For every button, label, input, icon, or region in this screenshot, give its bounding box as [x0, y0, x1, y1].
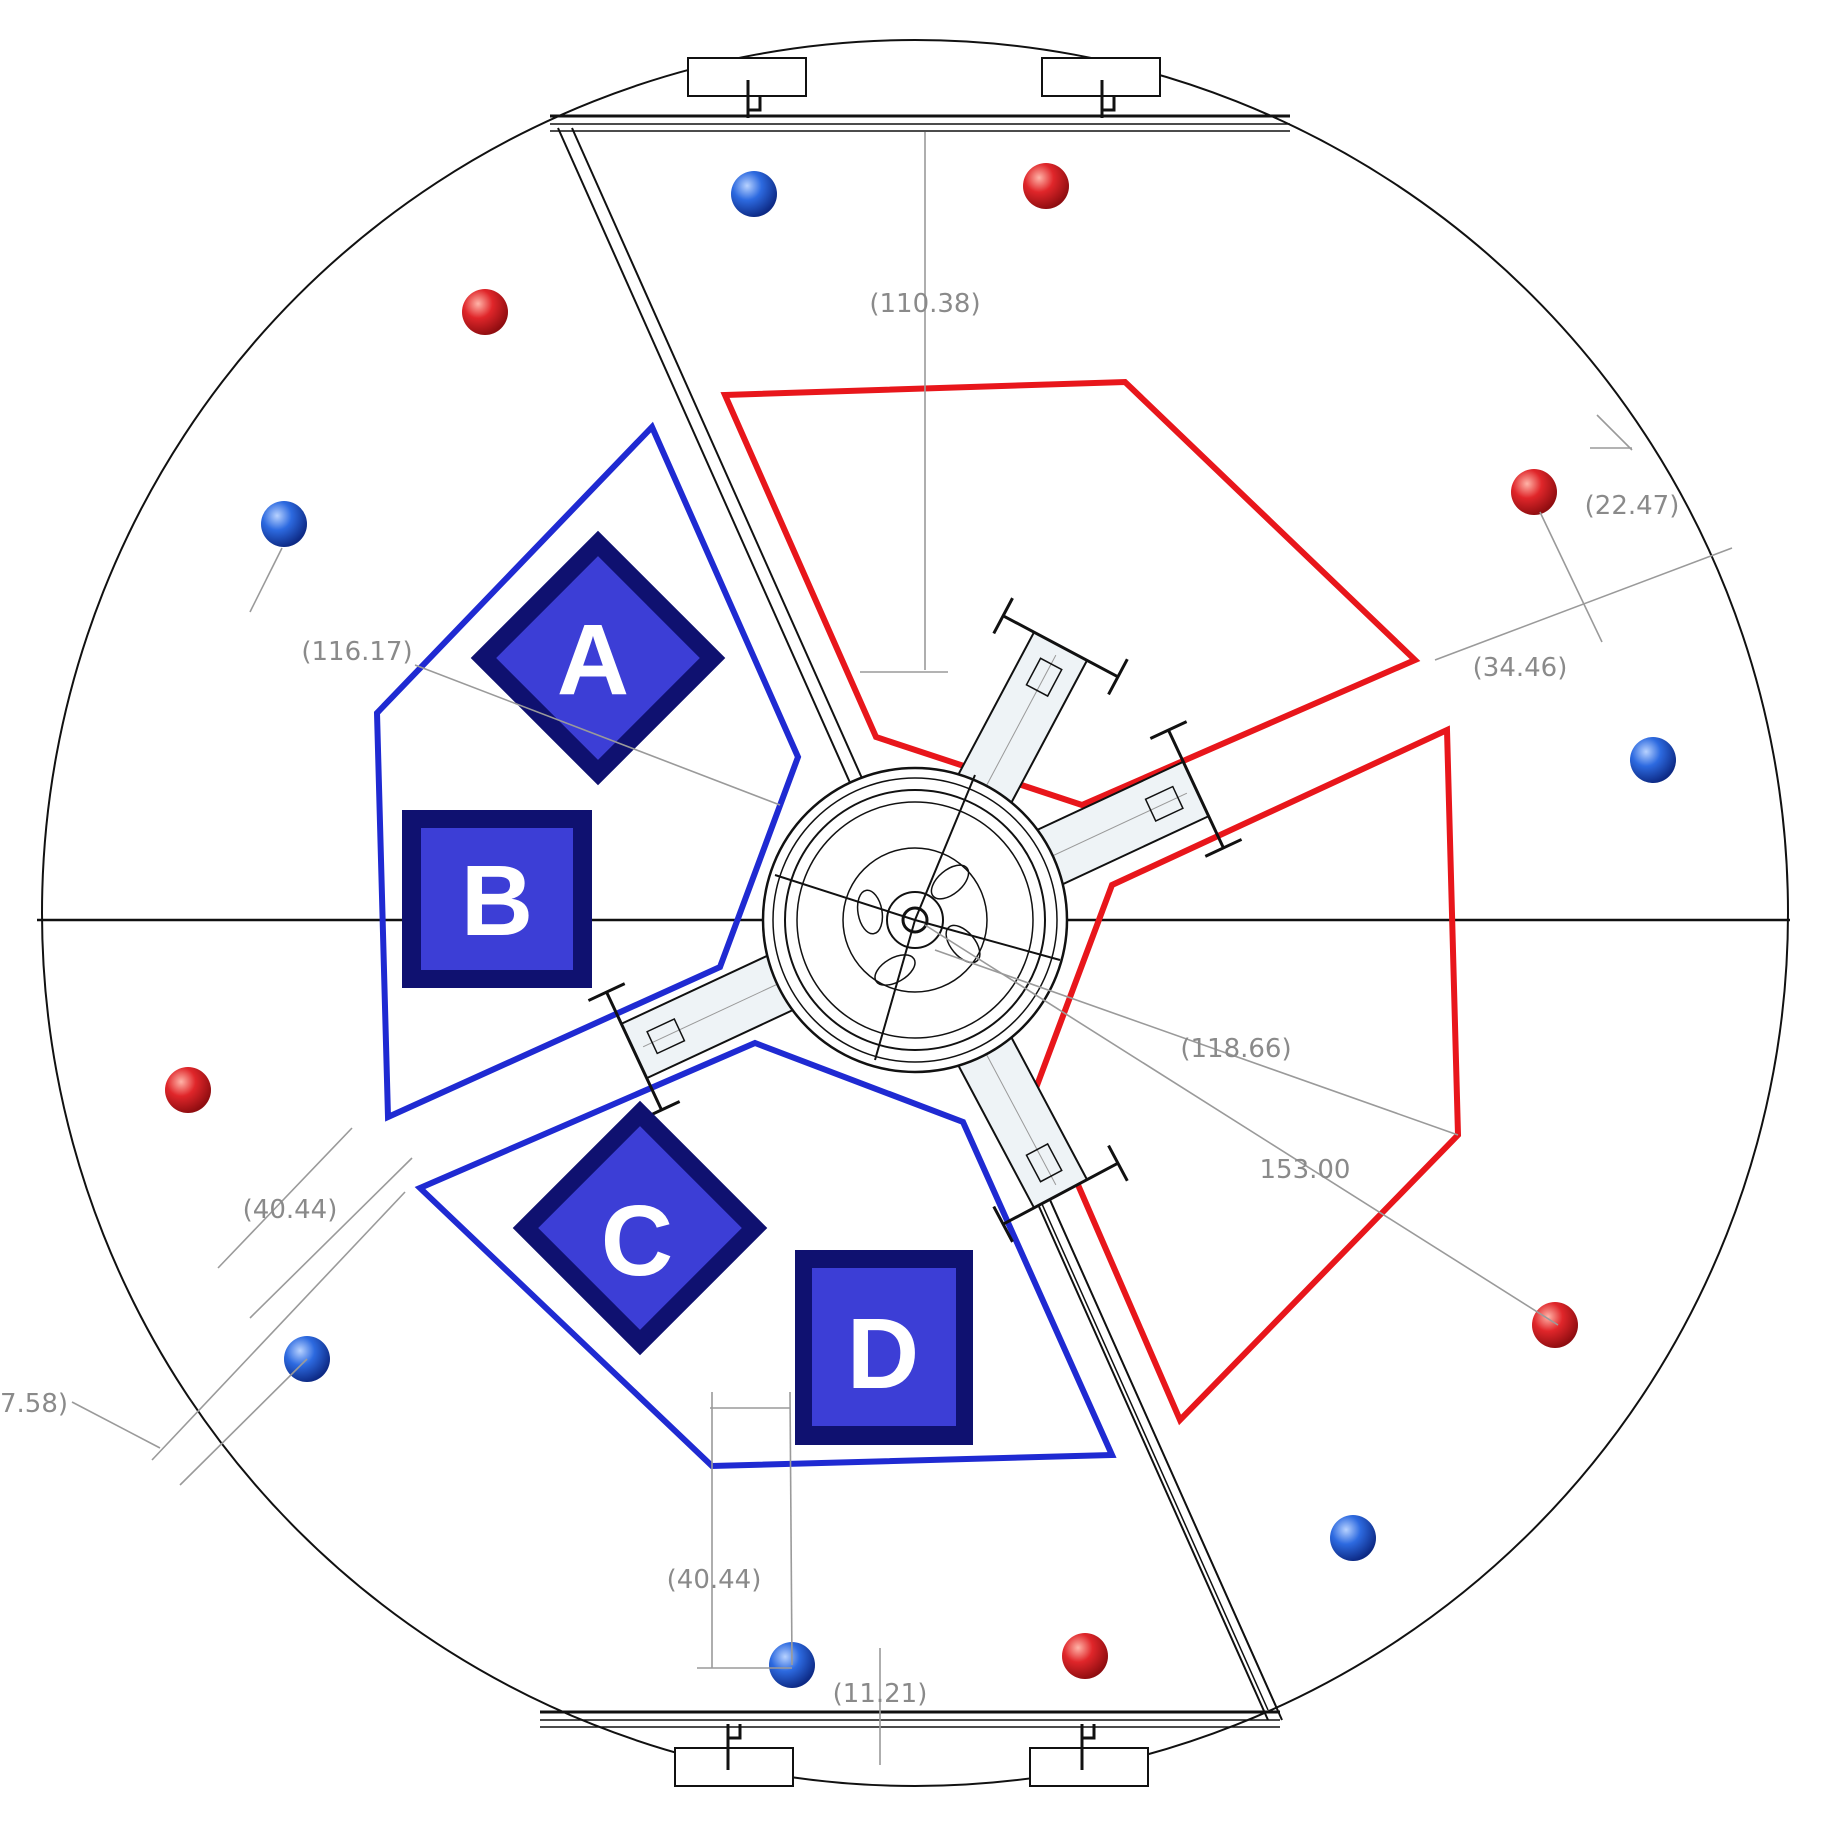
- dimension-lines: [71, 132, 1733, 1765]
- dimension-label: (34.46): [1473, 653, 1568, 683]
- red-zone-upper: [720, 378, 1421, 809]
- ball-blue: [1630, 737, 1676, 783]
- ball-red: [1532, 1302, 1578, 1348]
- label-a: [470, 530, 726, 786]
- blue-zone-upper: [373, 421, 802, 1122]
- ball-blue: [1330, 1515, 1376, 1561]
- dimension-label: 7.58): [0, 1389, 68, 1419]
- dimension-label: (40.44): [243, 1195, 338, 1225]
- label-d-text: D: [847, 1298, 919, 1410]
- label-a-text: A: [557, 604, 629, 716]
- ball-blue: [261, 501, 307, 547]
- top-rail: [550, 57, 1290, 132]
- ball-red: [165, 1067, 211, 1113]
- ball-red: [462, 289, 508, 335]
- dimension-label: (116.17): [301, 637, 412, 667]
- dimension-label: (40.44): [667, 1565, 762, 1595]
- ball-red: [1023, 163, 1069, 209]
- ball-blue: [731, 171, 777, 217]
- dimension-label: (22.47): [1585, 491, 1680, 521]
- dimension-label: (11.21): [833, 1679, 928, 1709]
- label-b-text: B: [461, 845, 533, 957]
- central-hub: [587, 597, 1243, 1243]
- ball-red: [1511, 469, 1557, 515]
- red-zone-lower: [1032, 725, 1462, 1426]
- blue-zone-lower: [414, 1039, 1117, 1470]
- label-c-text: C: [601, 1185, 673, 1297]
- label-d: [795, 1250, 973, 1445]
- dimension-label: (110.38): [869, 289, 980, 319]
- ball-red: [1062, 1633, 1108, 1679]
- dimension-label: (118.66): [1180, 1034, 1291, 1064]
- dimension-label: 153.00: [1260, 1155, 1351, 1185]
- label-b: [402, 810, 592, 988]
- bottom-rail: [540, 1710, 1280, 1787]
